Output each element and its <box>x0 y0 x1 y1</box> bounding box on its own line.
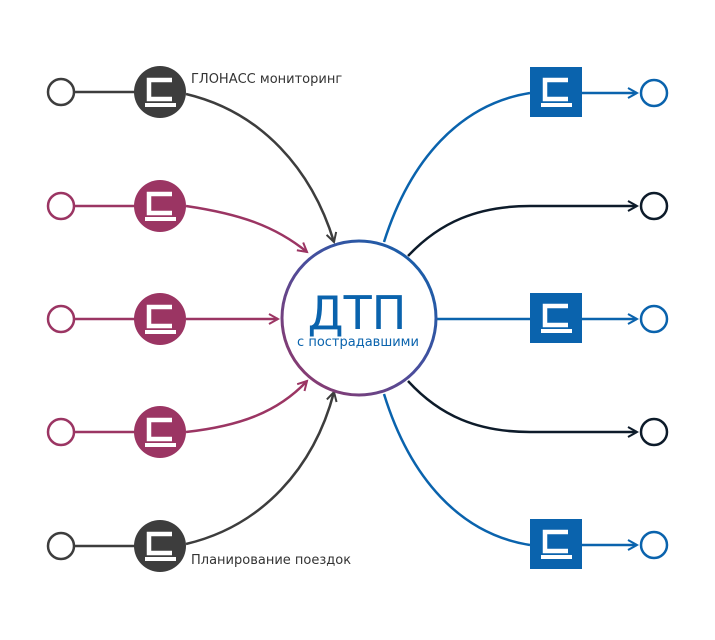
input-node-5-sigma-badge-icon <box>134 520 186 572</box>
output-curve-2 <box>407 206 637 257</box>
output-curve-1 <box>382 91 531 243</box>
output-node-3-sigma-square-icon <box>530 293 582 343</box>
input-node-3-sigma-badge-icon <box>134 293 186 345</box>
input-curve-5 <box>185 392 334 546</box>
output-port-4 <box>639 417 669 447</box>
center-ring <box>280 239 438 397</box>
output-curve-5 <box>382 393 531 547</box>
input-row-3 <box>46 293 278 345</box>
center-subtitle: с пострадавшими <box>297 335 419 350</box>
output-row-3 <box>436 293 669 343</box>
input-port-2 <box>46 191 76 221</box>
input-node-1-sigma-badge-icon <box>134 66 186 118</box>
input-curve-4 <box>185 381 307 434</box>
input-row-4 <box>46 381 307 458</box>
input-row-5 <box>46 392 334 572</box>
center-title: ДТП <box>308 286 407 340</box>
input-node-2-sigma-badge-icon <box>134 180 186 232</box>
input-curve-2 <box>185 204 307 252</box>
output-port-3 <box>639 304 669 334</box>
label-bottom-input: Планирование поездок <box>191 553 351 568</box>
output-row-1 <box>382 67 669 243</box>
output-node-5-sigma-square-icon <box>530 519 582 569</box>
output-port-5 <box>639 530 669 560</box>
output-row-5 <box>382 393 669 569</box>
output-node-1-sigma-square-icon <box>530 67 582 117</box>
input-node-4-sigma-badge-icon <box>134 406 186 458</box>
input-port-5 <box>46 531 76 561</box>
input-port-1 <box>46 77 76 107</box>
input-curve-1 <box>185 92 334 242</box>
output-curve-4 <box>407 380 637 432</box>
output-port-1 <box>639 78 669 108</box>
input-port-3 <box>46 304 76 334</box>
center-hub: ДТП с пострадавшими <box>280 239 438 397</box>
label-top-input: ГЛОНАСС мониторинг <box>191 72 342 87</box>
output-row-2 <box>407 191 669 257</box>
input-row-2 <box>46 180 307 252</box>
output-port-2 <box>639 191 669 221</box>
input-port-4 <box>46 417 76 447</box>
input-row-1 <box>46 66 334 242</box>
output-row-4 <box>407 380 669 447</box>
